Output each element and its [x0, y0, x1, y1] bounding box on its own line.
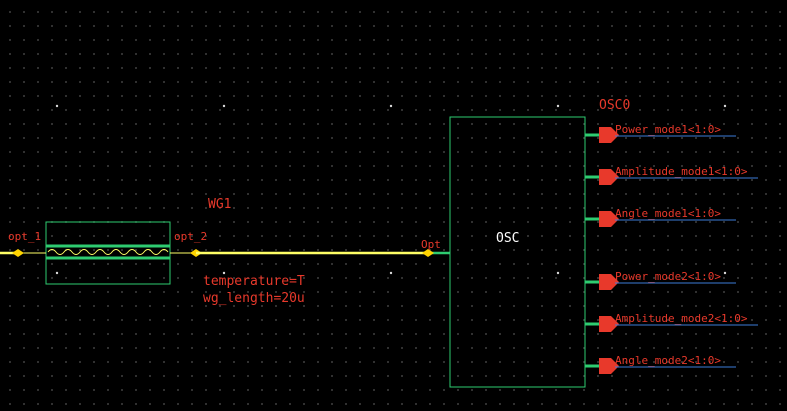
osc-output-pins[interactable] [585, 127, 758, 374]
waveguide-symbol[interactable] [18, 221, 196, 285]
pin-opt2-label: opt_2 [174, 230, 208, 243]
pin-opt1-label: opt_1 [8, 230, 42, 243]
output-pin-amplitude-mode2 [585, 316, 758, 332]
pin-label-power-mode2: Power_mode2<1:0> [615, 270, 721, 283]
pin-opt1-diamond[interactable] [12, 249, 24, 257]
output-pin-power-mode1 [585, 127, 736, 143]
waveguide-instance-label: WG1 [208, 197, 232, 212]
param-temperature: temperature=T [203, 274, 305, 289]
osc-cell-label: OSC [496, 231, 520, 246]
grid-major-dots [55, 104, 727, 275]
pin-label-angle-mode2: Angle_mode2<1:0> [615, 354, 721, 367]
pin-opt-diamond[interactable] [422, 249, 434, 257]
output-pin-angle-mode2 [585, 358, 736, 374]
pin-label-amplitude-mode2: Amplitude_mode2<1:0> [615, 312, 748, 325]
pin-opt-label: Opt [421, 238, 441, 251]
output-pin-power-mode2 [585, 274, 736, 290]
output-pin-angle-mode1 [585, 211, 736, 227]
osc-instance-label: OSC0 [599, 98, 631, 113]
osc-symbol[interactable] [449, 116, 586, 388]
pin-label-angle-mode1: Angle_mode1<1:0> [615, 207, 721, 220]
pin-label-power-mode1: Power_mode1<1:0> [615, 123, 721, 136]
output-pin-amplitude-mode1 [585, 169, 758, 185]
param-wg-length: wg_length=20u [203, 291, 305, 306]
pin-label-amplitude-mode1: Amplitude_mode1<1:0> [615, 165, 748, 178]
